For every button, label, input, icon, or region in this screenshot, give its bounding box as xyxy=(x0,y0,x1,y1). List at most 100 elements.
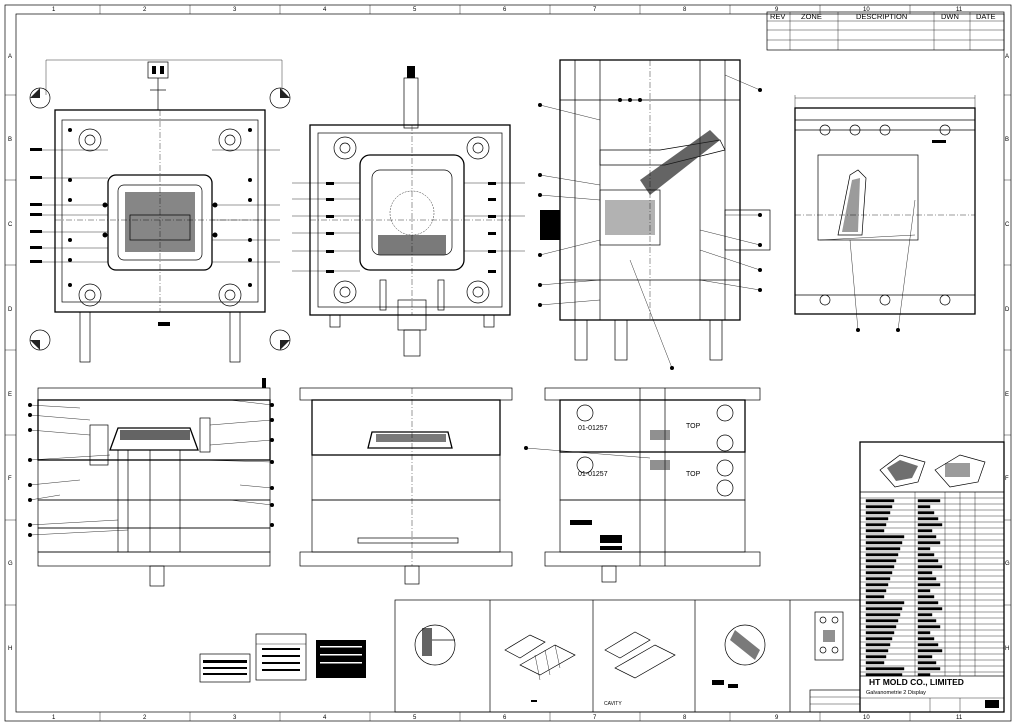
bom-row-text-block xyxy=(865,589,887,593)
view-slider-detail xyxy=(794,95,976,332)
bom-row-text-block xyxy=(917,625,941,629)
bom-row-text-block xyxy=(865,571,893,575)
rev-header: REV xyxy=(770,12,785,21)
col-label: 7 xyxy=(593,715,597,721)
bom-row-text-block xyxy=(917,661,937,665)
drawing-subtitle: Galvanometrie 2 Display xyxy=(866,690,926,696)
bom-row-text-block xyxy=(865,643,891,647)
column-labels-bottom: 1 2 3 4 5 6 7 8 9 10 11 xyxy=(52,715,963,721)
bom-row-text-block xyxy=(917,643,939,647)
dwn-header: DWN xyxy=(941,12,959,21)
view-cavity-section: 01-01257 01-01257 TOP TOP xyxy=(524,387,761,583)
detail-caption: CAVITY xyxy=(604,701,622,707)
col-label: 4 xyxy=(323,715,327,721)
bom-row-text-block xyxy=(917,529,933,533)
column-ticks-bottom xyxy=(99,712,911,721)
col-label: 3 xyxy=(233,715,237,721)
bom-row-text-block xyxy=(865,601,905,605)
cavity-label-2: 01-01257 xyxy=(578,471,608,478)
col-label: 8 xyxy=(683,7,687,13)
col-label: 5 xyxy=(413,715,417,721)
row-labels-right: A B C D E F G H xyxy=(1005,54,1010,652)
bom-row-text-block xyxy=(865,523,887,527)
row-ticks-left xyxy=(5,94,16,606)
bom-row-text-block xyxy=(917,571,933,575)
bom-row-text-block xyxy=(865,535,905,539)
legend-tables xyxy=(199,633,366,683)
col-label: 9 xyxy=(775,715,779,721)
row-label: H xyxy=(1005,646,1009,652)
bom-row-text-block xyxy=(865,529,885,533)
col-label: 10 xyxy=(863,7,870,13)
col-label: 9 xyxy=(775,7,779,13)
bom-row-text-block xyxy=(917,559,939,563)
bom-row-text-block xyxy=(865,655,887,659)
col-label: 5 xyxy=(413,7,417,13)
row-ticks-right xyxy=(1004,94,1011,606)
col-label: 2 xyxy=(143,7,147,13)
view-moving-half-plan xyxy=(29,59,291,363)
bom-row-text-block xyxy=(917,505,931,509)
row-label: G xyxy=(8,561,13,567)
zone-header: ZONE xyxy=(801,12,822,21)
view-mid-section xyxy=(299,387,513,585)
bom-row-text-block xyxy=(865,559,897,563)
top-label: TOP xyxy=(686,423,701,430)
bom-row-text-block xyxy=(865,631,895,635)
cavity-label: 01-01257 xyxy=(578,425,608,432)
bom-row-text-block xyxy=(917,577,937,581)
col-label: 1 xyxy=(52,715,56,721)
col-label: 4 xyxy=(323,7,327,13)
bom-row-text-block xyxy=(917,541,941,545)
bom-row-text-block xyxy=(865,565,895,569)
outer-border xyxy=(4,4,1012,722)
bom-row-text-block xyxy=(917,601,939,605)
row-label: E xyxy=(1005,392,1009,398)
row-label: A xyxy=(1005,54,1009,60)
column-ticks-top xyxy=(99,5,911,14)
row-label: A xyxy=(8,54,12,60)
bom-row-text-block xyxy=(865,553,899,557)
bom-row-text-block xyxy=(917,595,935,599)
col-label: 11 xyxy=(956,715,963,721)
view-front-section xyxy=(28,378,274,587)
row-label: H xyxy=(8,646,12,652)
column-labels-top: 1 2 3 4 5 6 7 8 9 10 11 xyxy=(52,7,963,13)
bom-row-text-block xyxy=(917,517,939,521)
col-label: 2 xyxy=(143,715,147,721)
row-label: G xyxy=(1005,561,1010,567)
bom-row-text-block xyxy=(865,625,897,629)
inner-border xyxy=(15,13,1005,713)
bom-row-text-block xyxy=(917,631,931,635)
bom-row-text-block xyxy=(865,517,889,521)
col-label: 8 xyxy=(683,715,687,721)
row-label: D xyxy=(8,307,13,313)
bom-row-text-block xyxy=(865,649,889,653)
bom-row-text-block xyxy=(917,667,941,671)
bom-row-text-block xyxy=(917,589,931,593)
date-header: DATE xyxy=(976,12,995,21)
top-label-2: TOP xyxy=(686,471,701,478)
row-label: B xyxy=(1005,137,1009,143)
col-label: 6 xyxy=(503,7,507,13)
detail-strip: CAVITY xyxy=(394,599,861,713)
row-label: D xyxy=(1005,307,1010,313)
col-label: 6 xyxy=(503,715,507,721)
row-label: C xyxy=(8,222,13,228)
bom-row-text-block xyxy=(917,607,943,611)
bom-row-text-block xyxy=(917,565,943,569)
bom-row-text-block xyxy=(917,637,935,641)
bom-row-text-block xyxy=(917,613,933,617)
row-labels-left: A B C D E F G H xyxy=(8,54,13,652)
col-label: 10 xyxy=(863,715,870,721)
row-label: B xyxy=(8,137,12,143)
bom-row-text-block xyxy=(865,541,903,545)
bom-row-text-block xyxy=(865,667,905,671)
description-header: DESCRIPTION xyxy=(856,12,907,21)
bom-row-text-block xyxy=(917,673,931,677)
bom-row-text-block xyxy=(865,595,885,599)
row-label: E xyxy=(8,392,12,398)
bom-row-text-block xyxy=(865,583,889,587)
col-label: 3 xyxy=(233,7,237,13)
